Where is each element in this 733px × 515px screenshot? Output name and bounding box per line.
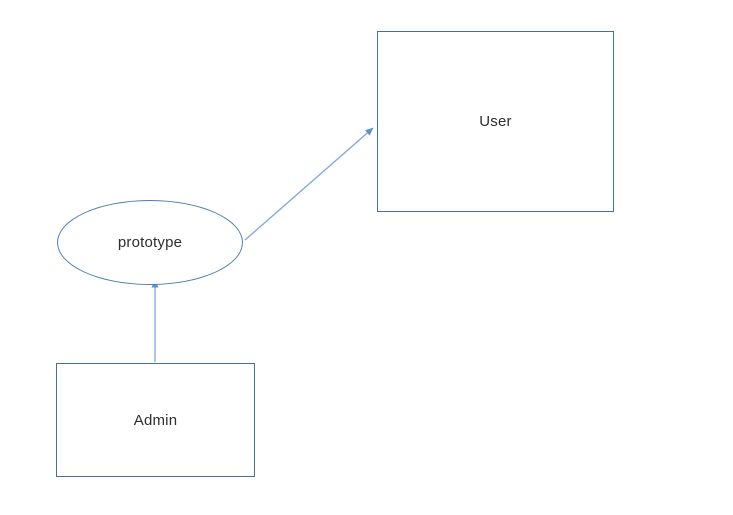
edge-prototype-to-user	[244, 127, 374, 241]
node-admin[interactable]: Admin	[56, 363, 255, 477]
node-user-label: User	[479, 113, 512, 130]
node-prototype[interactable]: prototype	[57, 200, 243, 285]
node-admin-label: Admin	[133, 411, 178, 429]
node-user[interactable]: User	[377, 31, 614, 212]
node-prototype-label: prototype	[117, 234, 183, 251]
